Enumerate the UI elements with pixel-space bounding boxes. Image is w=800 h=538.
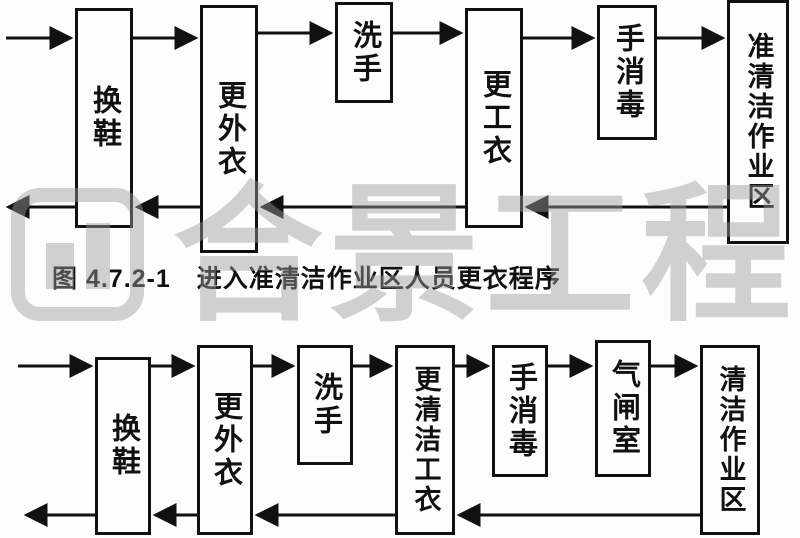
figure2-box-hand-disinfection: 手消毒 [492, 345, 548, 477]
figure1-box-hand-disinfection: 手消毒 [597, 5, 657, 140]
flow-box-label: 洗手 [348, 19, 381, 86]
flow-box-label: 更外衣 [213, 79, 246, 179]
flow-box-label: 清洁作业区 [715, 365, 746, 515]
figure2-box-change-shoes: 换鞋 [95, 357, 151, 535]
flow-box-label: 手消毒 [611, 23, 644, 122]
flow-box-label: 更工衣 [478, 68, 511, 168]
flow-box-label: 换鞋 [88, 85, 121, 151]
figure2-box-change-clean-workwear: 更清洁工衣 [395, 345, 455, 535]
figure2-box-air-lock: 气闸室 [595, 340, 651, 477]
flow-box-label: 更外衣 [209, 390, 242, 490]
flow-box-label: 手消毒 [504, 361, 537, 461]
flow-box-label: 换鞋 [107, 413, 140, 479]
figure2-box-clean-area: 清洁作业区 [700, 345, 760, 535]
figure1-box-wash-hands: 洗手 [335, 2, 393, 103]
figure2-box-wash-hands: 洗手 [297, 345, 353, 465]
flow-box-label: 更清洁工衣 [410, 365, 441, 515]
figure1-box-change-workwear: 更工衣 [465, 8, 523, 228]
figure1-caption: 图 4.7.2-1 进入准清洁作业区人员更衣程序 [52, 265, 561, 293]
flow-box-label: 气闸室 [607, 359, 640, 458]
figure1-box-change-outerwear: 更外衣 [200, 5, 258, 253]
figure1-forward-arrows [6, 21, 726, 50]
figure2-box-change-outerwear: 更外衣 [197, 345, 253, 535]
figure1-box-semi-clean-area: 准清洁作业区 [727, 0, 789, 244]
flow-box-label: 准清洁作业区 [743, 32, 774, 212]
flow-box-label: 洗手 [309, 372, 342, 438]
figure1-box-change-shoes: 换鞋 [75, 8, 133, 228]
